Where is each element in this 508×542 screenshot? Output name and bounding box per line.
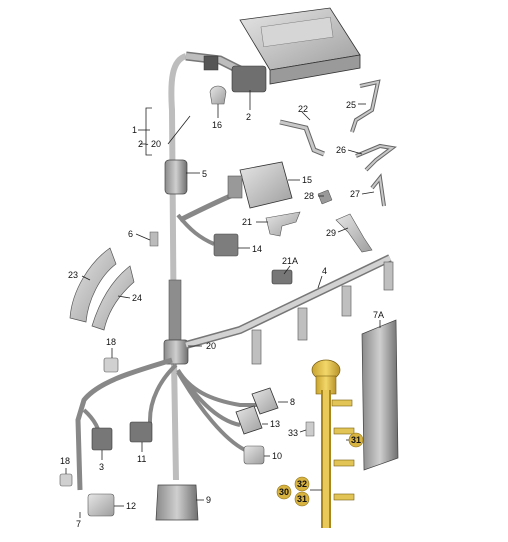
leader-lines <box>65 90 381 518</box>
connector-13 <box>235 405 263 435</box>
label-7a: 7A <box>373 310 384 320</box>
branch-connector-14 <box>176 213 239 257</box>
badge-31-upper: 31 <box>348 432 364 448</box>
label-4: 4 <box>322 266 327 276</box>
bracket-21 <box>265 211 301 237</box>
label-9: 9 <box>206 495 211 505</box>
svg-text:31: 31 <box>351 435 361 445</box>
insulation-mat-7a <box>361 319 399 471</box>
cover-24 <box>91 265 135 331</box>
svg-text:31: 31 <box>297 494 307 504</box>
label-18-lower: 18 <box>60 456 70 466</box>
label-12: 12 <box>126 501 136 511</box>
branch-connector-15 <box>178 161 293 223</box>
label-7: 7 <box>76 519 81 529</box>
label-27: 27 <box>350 189 360 199</box>
label-5: 5 <box>202 169 207 179</box>
cover-23 <box>69 247 117 323</box>
connector-2 <box>203 55 267 93</box>
bracket-22 <box>279 119 325 157</box>
main-harness <box>155 51 243 521</box>
bracket-26 <box>355 143 397 172</box>
connector-16 <box>209 85 227 105</box>
label-18-upper: 18 <box>106 337 116 347</box>
label-20: 20 <box>206 341 216 351</box>
label-22: 22 <box>298 104 308 114</box>
holder-18-lower <box>59 473 73 487</box>
label-2: 2 <box>246 112 251 122</box>
label-33: 33 <box>288 428 298 438</box>
connector-12 <box>87 493 115 517</box>
label-13: 13 <box>270 419 280 429</box>
lower-harness-branches <box>75 357 260 491</box>
label-2-20: 2 - 20 <box>138 139 161 149</box>
label-21a: 21A <box>282 256 298 266</box>
connector-3 <box>91 427 113 451</box>
clip-28 <box>317 189 333 205</box>
part-labels: 1 2 - 20 2 16 5 15 14 6 21 22 25 26 27 2… <box>60 100 384 529</box>
clip-6 <box>149 231 159 247</box>
label-10: 10 <box>272 451 282 461</box>
connector-8 <box>251 387 279 415</box>
label-24: 24 <box>132 293 142 303</box>
control-unit <box>239 7 361 85</box>
badge-32: 32 <box>294 476 310 492</box>
label-8: 8 <box>290 397 295 407</box>
connector-10 <box>243 445 265 465</box>
label-11: 11 <box>137 454 146 464</box>
label-3: 3 <box>99 462 104 472</box>
badge-31-lower: 31 <box>294 491 310 507</box>
label-15: 15 <box>302 175 312 185</box>
svg-text:32: 32 <box>297 479 307 489</box>
label-26: 26 <box>336 145 346 155</box>
label-29: 29 <box>326 228 336 238</box>
label-28: 28 <box>304 191 314 201</box>
label-6: 6 <box>128 229 133 239</box>
label-1: 1 <box>132 125 137 135</box>
bracket-29 <box>335 213 373 253</box>
badge-30: 30 <box>276 484 292 500</box>
injector-rail-harness <box>184 254 394 365</box>
label-16: 16 <box>212 120 222 130</box>
svg-text:30: 30 <box>279 487 289 497</box>
label-14: 14 <box>252 244 262 254</box>
sensor-harness-yellow <box>305 359 355 528</box>
connector-11 <box>129 421 153 443</box>
label-25: 25 <box>346 100 356 110</box>
label-21: 21 <box>242 217 252 227</box>
label-23: 23 <box>68 270 78 280</box>
clip-21a <box>271 269 293 285</box>
holder-18-upper <box>103 357 119 373</box>
bracket-27 <box>370 173 386 207</box>
bracket-25 <box>350 79 381 133</box>
